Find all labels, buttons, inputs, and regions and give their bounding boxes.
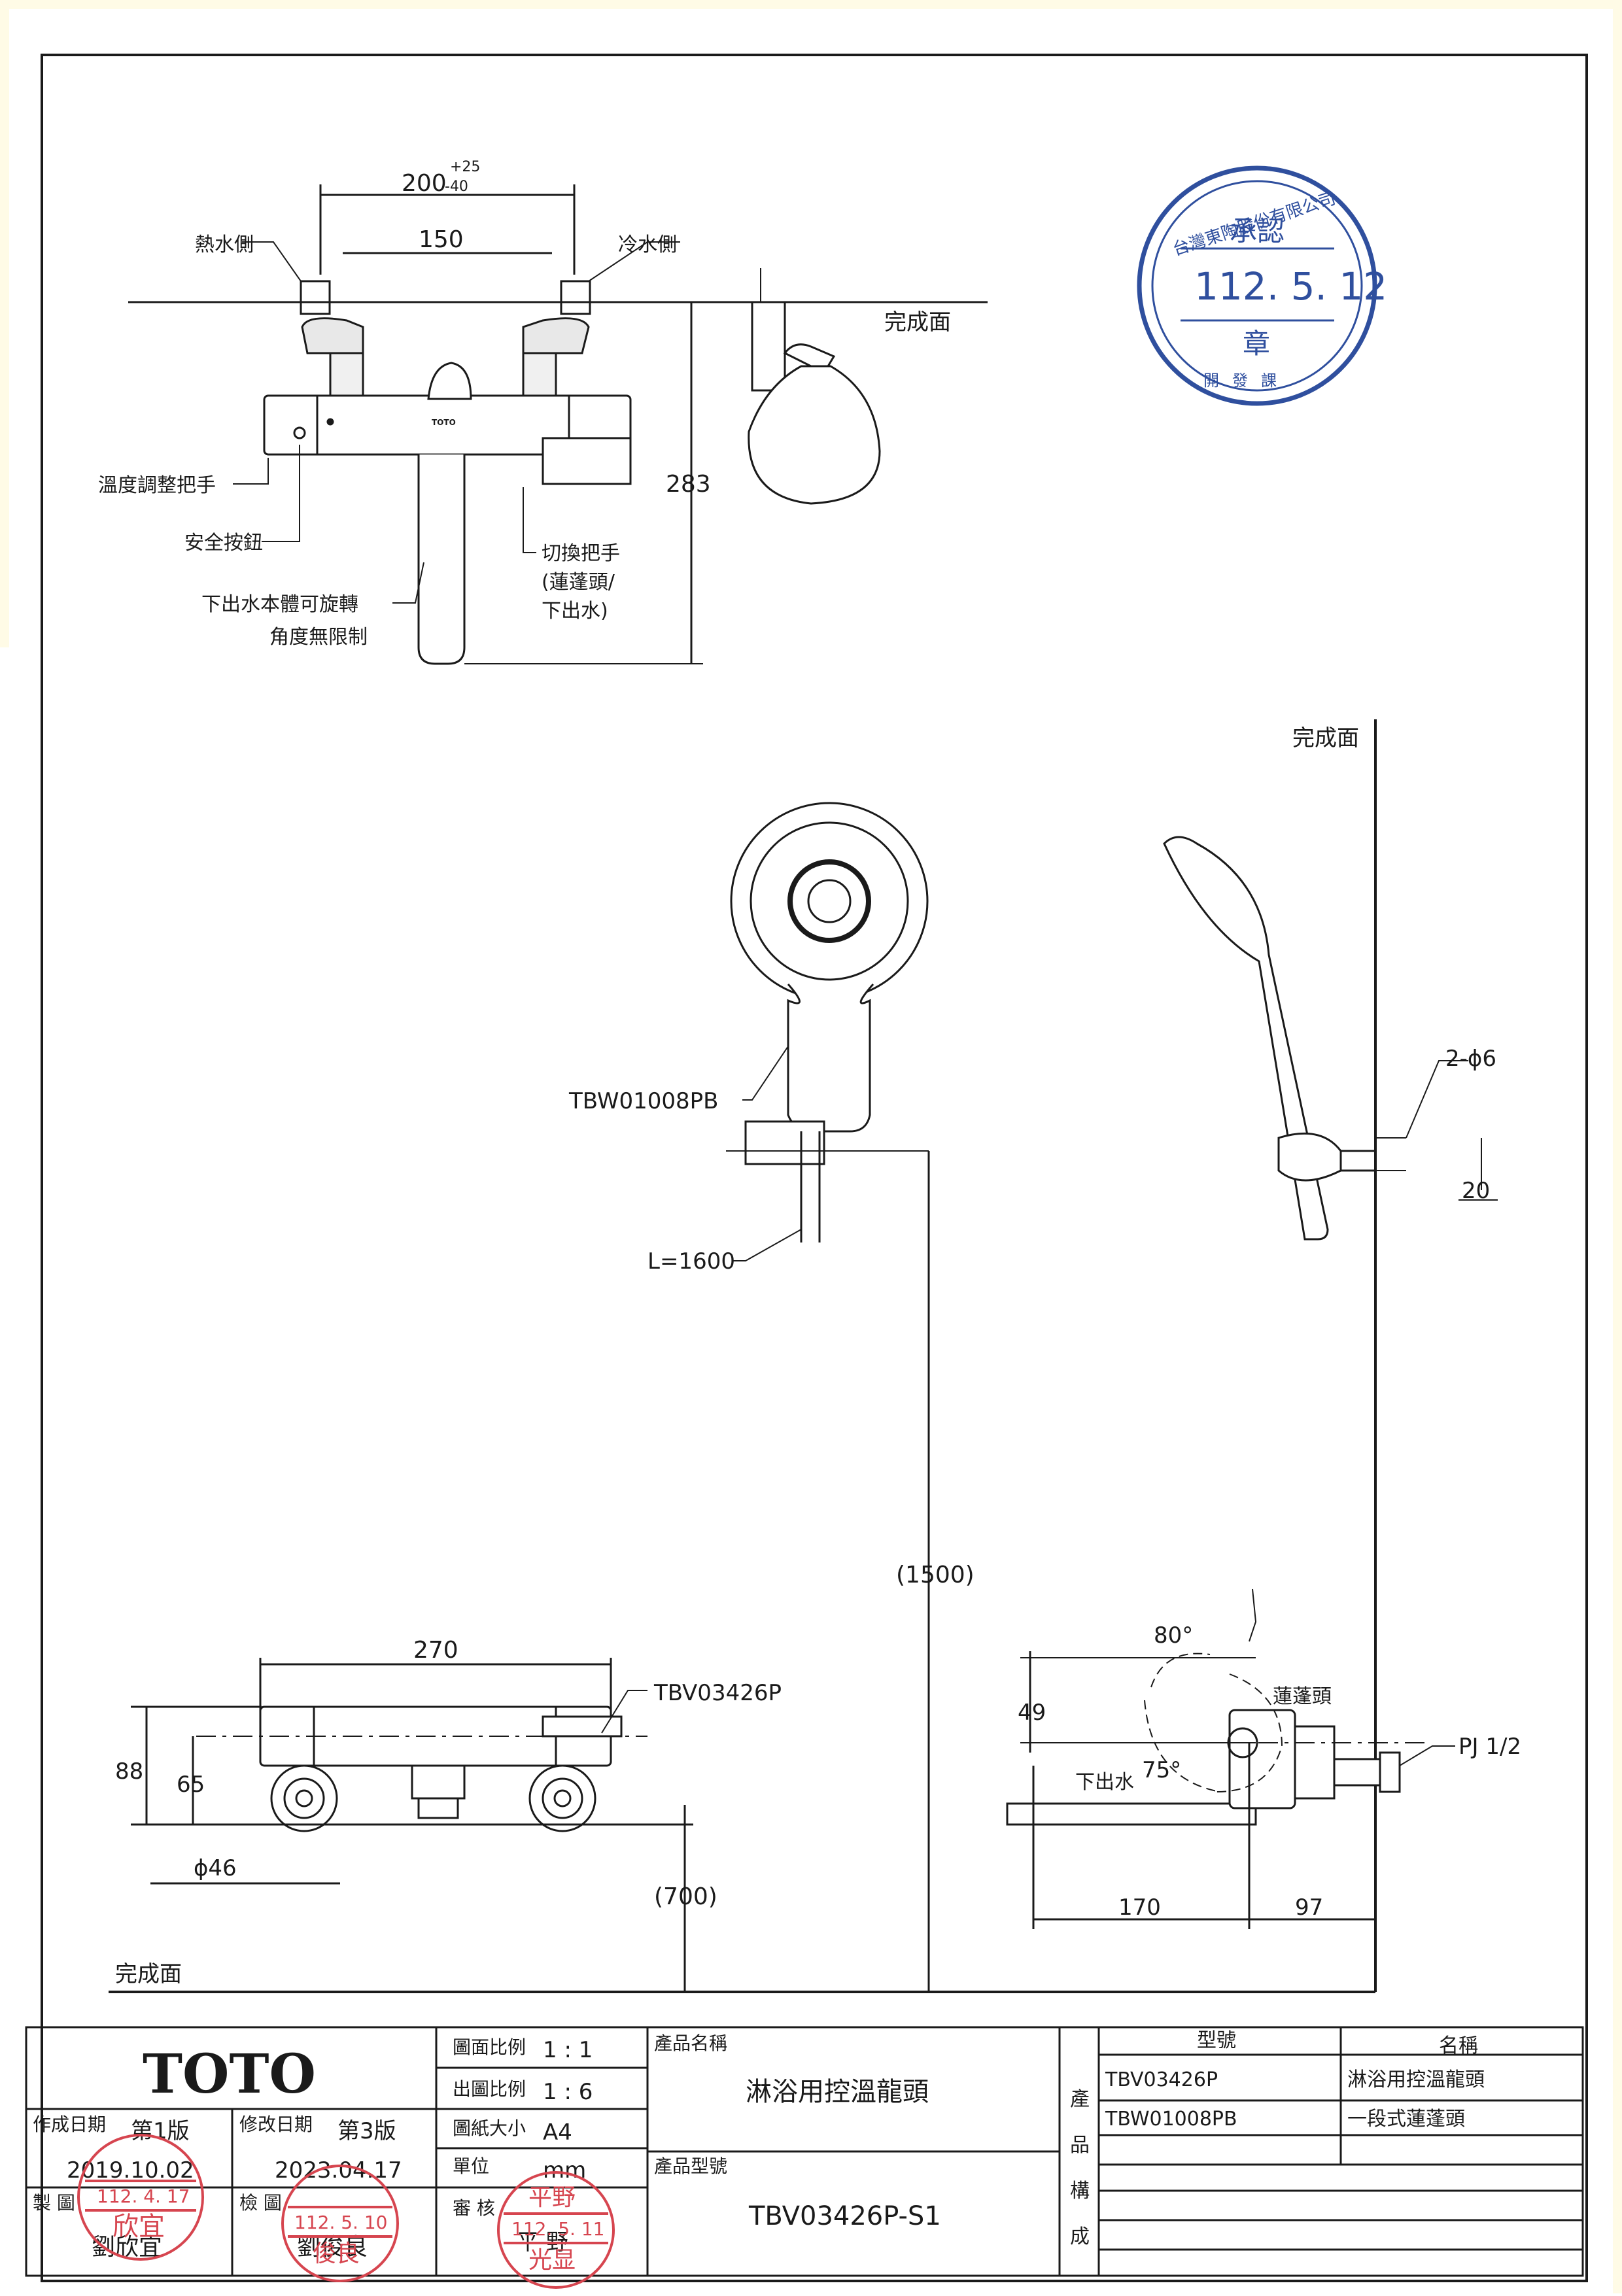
drawn-stamp-date: 112. 4. 17	[97, 2185, 190, 2207]
dim-plan-dia: ϕ46	[194, 1855, 237, 1881]
title-review-label: 審 核	[453, 2197, 495, 2219]
title-component-name-1: 淋浴用控溫龍頭	[1347, 2068, 1485, 2091]
checked-stamp	[281, 2165, 399, 2282]
title-revised-version: 第3版	[337, 2118, 396, 2144]
title-checked-label: 檢 圖	[239, 2192, 282, 2214]
label-rotate-note-1: 下出水本體可旋轉	[201, 593, 358, 616]
dim-plan-width: 270	[413, 1637, 458, 1664]
label-finish-surface-right: 完成面	[1292, 725, 1359, 751]
title-created-label: 作成日期	[33, 2114, 106, 2135]
dim-plan-h2: 65	[177, 1772, 205, 1798]
title-brand: TOTO	[143, 2043, 316, 2106]
title-composition-1: 產	[1070, 2088, 1090, 2111]
review-stamp	[497, 2171, 615, 2289]
title-component-model-1: TBV03426P	[1105, 2068, 1218, 2091]
title-print-scale-label: 出圖比例	[453, 2078, 526, 2100]
title-unit-label: 單位	[453, 2155, 489, 2177]
label-angle-up: 80°	[1154, 1622, 1193, 1649]
review-stamp-name: 平野	[528, 2184, 576, 2211]
dim-inner-span: 150	[419, 226, 464, 253]
title-composition-2: 品	[1070, 2134, 1090, 2157]
title-created-version: 第1版	[131, 2118, 190, 2144]
checked-stamp-name: 俊良	[313, 2240, 360, 2267]
dim-side-49: 49	[1018, 1700, 1046, 1726]
label-angle-down: 75°	[1142, 1757, 1181, 1783]
label-plan-model: TBV03426P	[653, 1680, 782, 1706]
dim-total-span: 200	[402, 170, 447, 197]
review-stamp-date: 112. 5. 11	[511, 2218, 605, 2240]
title-composition-3: 構	[1070, 2180, 1090, 2202]
title-checked-name: 劉俊良	[297, 2234, 368, 2261]
label-safety-button: 安全按鈕	[184, 532, 263, 555]
dim-plan-h1: 88	[115, 1758, 143, 1785]
review-stamp-sub: 光显	[528, 2247, 576, 2274]
title-scale-label: 圖面比例	[453, 2036, 526, 2058]
title-unit-value: mm	[543, 2157, 586, 2184]
title-product-name-label: 產品名稱	[654, 2032, 727, 2054]
title-revised-date: 2023.04.17	[275, 2157, 402, 2184]
label-hot-side: 熱水側	[195, 233, 254, 256]
plan-view	[109, 1658, 1375, 1993]
approval-stamp-title: 承認	[1230, 215, 1285, 247]
title-component-model-2: TBW01008PB	[1105, 2108, 1237, 2131]
front-view	[128, 184, 988, 665]
approval-stamp-date: 112. 5. 12	[1194, 264, 1387, 309]
label-shower-model: TBW01008PB	[568, 1088, 719, 1114]
dim-side-97: 97	[1295, 1894, 1323, 1921]
approval-stamp-dept: 開發課	[1203, 371, 1290, 390]
approval-stamp	[1137, 165, 1377, 406]
shower-views	[726, 719, 1498, 1992]
title-drawn-label: 製 圖	[33, 2192, 75, 2214]
dim-tolerance-plus: +25	[450, 159, 480, 175]
title-block	[25, 2026, 1584, 2277]
title-composition-4: 成	[1070, 2225, 1090, 2248]
label-pipe-size: PJ 1/2	[1458, 1734, 1521, 1760]
title-comp-header-model: 型號	[1197, 2029, 1236, 2052]
label-rotate-note-2: 角度無限制	[269, 626, 368, 649]
dim-front-height: 283	[666, 471, 711, 498]
label-cold-side: 冷水側	[618, 233, 677, 256]
title-scale-value: 1 : 1	[543, 2037, 593, 2063]
title-print-scale-value: 1 : 6	[543, 2079, 593, 2105]
label-finish-surface-bottom: 完成面	[115, 1961, 182, 1987]
dim-tolerance-minus: -40	[445, 179, 468, 195]
checked-stamp-date: 112. 5. 10	[294, 2212, 388, 2233]
label-mount-holes: 2-ϕ6	[1445, 1046, 1496, 1072]
label-switch-handle: 切換把手	[542, 542, 620, 565]
title-created-date: 2019.10.02	[67, 2157, 194, 2184]
label-temp-handle: 溫度調整把手	[98, 474, 216, 497]
title-product-model-label: 產品型號	[654, 2155, 727, 2177]
title-paper-value: A4	[543, 2119, 572, 2146]
side-view	[1006, 1588, 1455, 1929]
approval-stamp-seal: 章	[1243, 328, 1270, 360]
dim-plan-height: (700)	[654, 1883, 717, 1910]
sheet-frame	[41, 54, 1588, 2282]
title-component-name-2: 一段式蓮蓬頭	[1347, 2108, 1465, 2131]
title-comp-header-name: 名稱	[1439, 2034, 1478, 2057]
label-side-spout: 下出水	[1075, 1771, 1134, 1794]
drawn-stamp-name: 欣宜	[112, 2212, 165, 2242]
title-product-name: 淋浴用控溫龍頭	[746, 2077, 929, 2107]
dim-shower-height: (1500)	[896, 1562, 975, 1588]
title-paper-label: 圖紙大小	[453, 2117, 526, 2139]
label-switch-handle-2: (蓮蓬頭/	[542, 571, 615, 594]
label-hose-length: L=1600	[647, 1248, 735, 1275]
label-switch-handle-3: 下出水)	[542, 600, 608, 623]
dim-side-170: 170	[1118, 1894, 1161, 1921]
title-revised-label: 修改日期	[239, 2114, 313, 2135]
label-finish-surface-top: 完成面	[884, 309, 951, 335]
label-side-shower: 蓮蓬頭	[1273, 1685, 1332, 1708]
drawn-stamp	[77, 2134, 204, 2261]
title-product-model: TBV03426P-S1	[748, 2201, 941, 2231]
dim-hole-gap: 20	[1462, 1178, 1490, 1204]
logo-small: TOTO	[432, 418, 456, 427]
